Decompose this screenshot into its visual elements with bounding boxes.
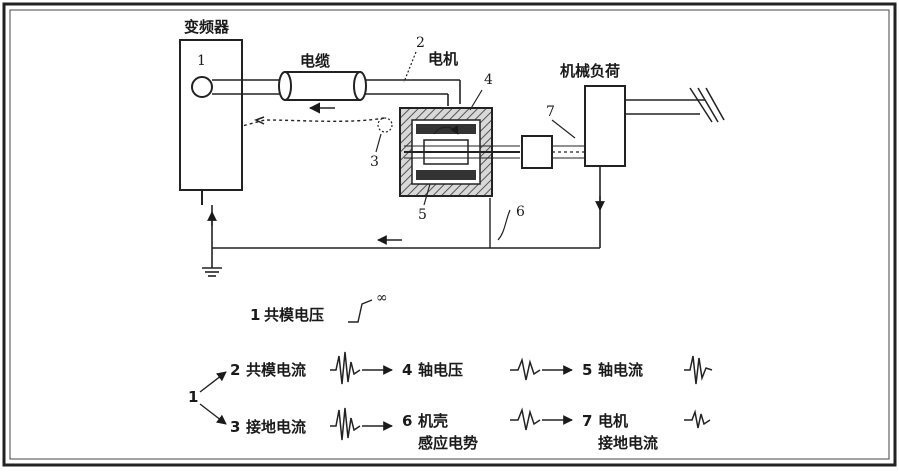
- marker-2: 2: [416, 35, 425, 51]
- marker-7-leader: [551, 119, 576, 139]
- marker-7: 7: [546, 104, 555, 120]
- marker-4: 4: [484, 72, 493, 88]
- marker-5-leader: [423, 183, 431, 206]
- legend-6-label-line2: 感应电势: [418, 434, 478, 452]
- legend-3-num: 3: [230, 418, 240, 436]
- branch-arrow-up: [199, 371, 227, 393]
- marker-3-leader: [375, 133, 382, 153]
- inverter-terminal-icon: [191, 76, 213, 98]
- legend: 1 共模电压 ∞ 1 2 共模电流 4 轴电压 5 轴电流 3 接地电流 6 机…: [188, 290, 713, 452]
- cable-body: [278, 71, 367, 101]
- marker-1: 1: [197, 53, 206, 69]
- legend-source-num: 1: [188, 388, 198, 406]
- inner-frame: [9, 9, 890, 460]
- motor-label: 电机: [428, 50, 458, 68]
- cable-label: 电缆: [300, 52, 330, 70]
- marker-3: 3: [370, 154, 379, 170]
- ground-current-path: [241, 117, 385, 127]
- legend-2-label: 共模电流: [246, 361, 306, 379]
- pulse-waveform-icon: [330, 407, 361, 441]
- pulse-waveform-icon: [684, 409, 711, 429]
- pulse-waveform-icon: [510, 407, 541, 431]
- marker-3-ring: [377, 117, 393, 133]
- mechanical-load: [584, 85, 725, 167]
- power-lines: [212, 79, 461, 106]
- pulse-waveform-icon: [330, 351, 361, 385]
- legend-2-num: 2: [230, 361, 240, 379]
- load-label: 机械负荷: [560, 62, 620, 80]
- legend-3-label: 接地电流: [246, 418, 306, 436]
- inverter-label: 变频器: [184, 18, 230, 36]
- legend-7-label-line2: 接地电流: [598, 434, 658, 452]
- legend-1-num: 1: [250, 306, 260, 324]
- legend-7-label: 电机: [598, 412, 628, 430]
- legend-1-label: 共模电压: [264, 306, 324, 324]
- outer-frame: [2, 2, 897, 467]
- pulse-waveform-icon: [510, 357, 541, 381]
- legend-5-label: 轴电流: [598, 361, 643, 379]
- marker-5: 5: [418, 207, 427, 223]
- legend-7-num: 7: [582, 412, 592, 430]
- ground-current-arrow: [254, 116, 265, 125]
- coupling: [521, 135, 553, 169]
- marker-6: 6: [516, 204, 525, 220]
- legend-4-label: 轴电压: [418, 361, 463, 379]
- inverter-block: [179, 39, 243, 205]
- legend-6-label: 机壳: [418, 412, 448, 430]
- legend-6-num: 6: [402, 412, 412, 430]
- legend-4-num: 4: [402, 361, 412, 379]
- motor-stator-bottom: [416, 170, 476, 180]
- marker-2-leader: [403, 51, 417, 83]
- branch-arrow-down: [199, 403, 227, 425]
- legend-5-num: 5: [582, 361, 592, 379]
- marker-4-leader: [469, 89, 483, 111]
- motor-stator-top: [416, 124, 476, 134]
- motor-housing: [399, 107, 520, 197]
- legend-1-symbol: ∞: [376, 290, 388, 306]
- pulse-waveform-icon: [684, 355, 713, 385]
- step-waveform-icon: [348, 299, 373, 323]
- marker-6-leader: [497, 209, 511, 241]
